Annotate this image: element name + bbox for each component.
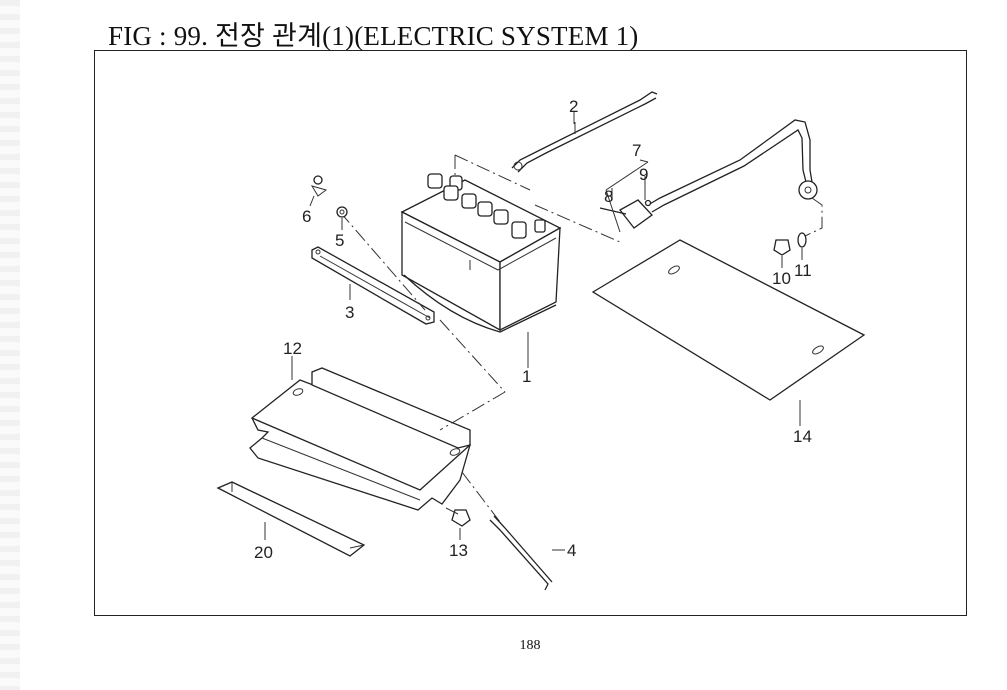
- callout-2: 2: [569, 97, 578, 116]
- callout-8: 8: [604, 187, 613, 206]
- scan-edge-strip: [0, 0, 20, 690]
- callout-12: 12: [283, 339, 302, 358]
- callout-3: 3: [345, 303, 354, 322]
- battery-tray-part: [249, 319, 506, 523]
- battery-part: [400, 173, 562, 333]
- cable-part-2: [454, 91, 658, 191]
- hold-down-bracket-part: [311, 211, 435, 325]
- page-number: 188: [519, 638, 541, 653]
- bolt-part: [445, 507, 471, 527]
- callout-11: 11: [794, 261, 812, 280]
- callout-7: 7: [632, 141, 641, 160]
- cable-assembly-7: [534, 119, 823, 256]
- callout-14: 14: [793, 427, 812, 446]
- callout-20: 20: [254, 543, 273, 562]
- nut-washer-parts: [310, 175, 348, 218]
- callout-1: 1: [522, 367, 531, 386]
- callout-10: 10: [772, 269, 791, 288]
- figure-title: FIG : 99. 전장 관계(1)(ELECTRIC SYSTEM 1): [108, 21, 639, 51]
- callout-5: 5: [335, 231, 344, 250]
- diagram-frame: [94, 50, 967, 616]
- callout-13: 13: [449, 541, 468, 560]
- callout-9: 9: [639, 165, 648, 184]
- rubber-strip-part: [216, 481, 366, 557]
- callout-4: 4: [567, 541, 576, 560]
- leader-lines: [264, 112, 803, 551]
- callout-6: 6: [302, 207, 311, 226]
- battery-mat-part: [591, 239, 866, 401]
- j-bolt-part: [489, 515, 553, 591]
